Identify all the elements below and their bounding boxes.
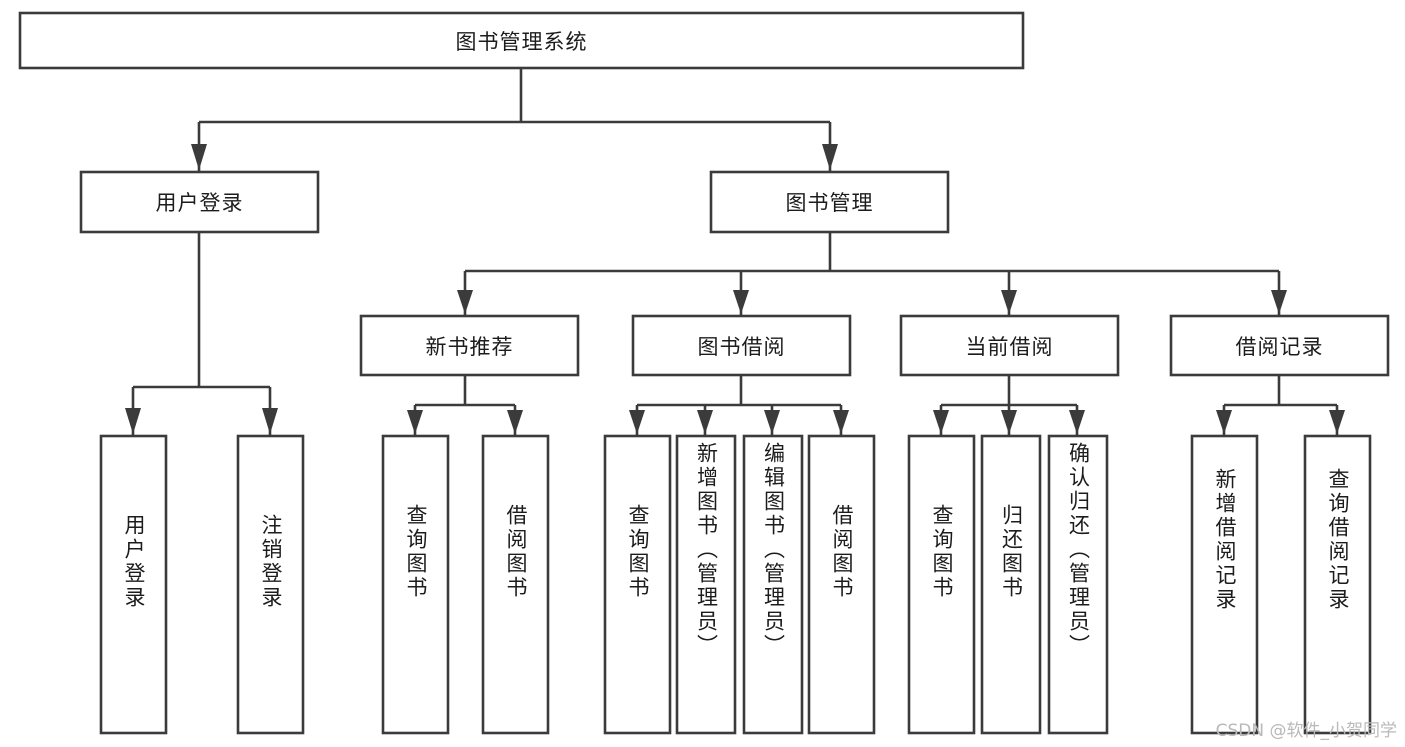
connector-group-book-manage [457,232,1287,316]
arrow-head-leaf-add-record [1216,410,1232,434]
node-box-leaf-return-book[interactable] [980,434,1042,735]
arrow-head-leaf-query-book-2 [629,410,645,434]
arrow-head-borrow-record [1271,290,1287,314]
arrow-head-leaf-user-login [125,408,141,434]
arrow-head-leaf-edit-book [764,410,780,434]
node-box-leaf-query-book-3[interactable] [907,434,976,735]
connector-group-book-borrow [629,375,849,436]
node-box-book-manage[interactable] [709,170,950,234]
node-box-leaf-add-record[interactable] [1190,434,1259,735]
node-box-root[interactable] [18,11,1025,70]
arrow-head-leaf-query-record [1329,410,1345,434]
arrow-head-leaf-add-book [697,410,713,434]
node-box-user-login[interactable] [79,170,320,234]
connector-group-new-book-recommend [407,375,523,436]
arrow-head-leaf-logout [262,408,278,434]
arrow-head-leaf-borrow-book-2 [833,410,849,434]
arrow-head-leaf-query-book-1 [407,410,423,434]
connector-group-current-borrow [933,375,1085,436]
connector-group-borrow-record [1216,375,1345,436]
arrow-head-book-borrow [733,290,749,314]
connector-group-user-login [125,232,278,436]
node-box-leaf-user-login[interactable] [99,434,168,735]
node-box-leaf-query-book-1[interactable] [381,434,450,735]
arrow-head-leaf-query-book-3 [933,410,949,434]
arrow-head-current-borrow [1001,290,1017,314]
node-box-leaf-query-book-2[interactable] [603,434,672,735]
node-box-leaf-borrow-book-1[interactable] [481,434,550,735]
node-box-leaf-borrow-book-2[interactable] [807,434,876,735]
node-box-leaf-confirm-return[interactable] [1047,434,1109,735]
arrow-head-new-book-recommend [457,290,473,314]
arrow-head-leaf-borrow-book-1 [507,410,523,434]
node-box-current-borrow[interactable] [899,314,1120,377]
node-box-book-borrow[interactable] [631,314,852,377]
node-box-borrow-record[interactable] [1169,314,1390,377]
node-box-leaf-query-record[interactable] [1303,434,1372,735]
arrow-head-leaf-confirm-return [1069,410,1085,434]
node-box-leaf-logout[interactable] [236,434,305,735]
arrow-head-user-login [191,144,207,170]
node-box-leaf-add-book[interactable] [675,434,737,735]
arrow-head-leaf-return-book [1001,410,1017,434]
connector-group-root [191,68,838,172]
node-box-new-book-recommend[interactable] [359,314,580,377]
arrow-head-book-manage [822,144,838,170]
node-box-leaf-edit-book[interactable] [742,434,804,735]
